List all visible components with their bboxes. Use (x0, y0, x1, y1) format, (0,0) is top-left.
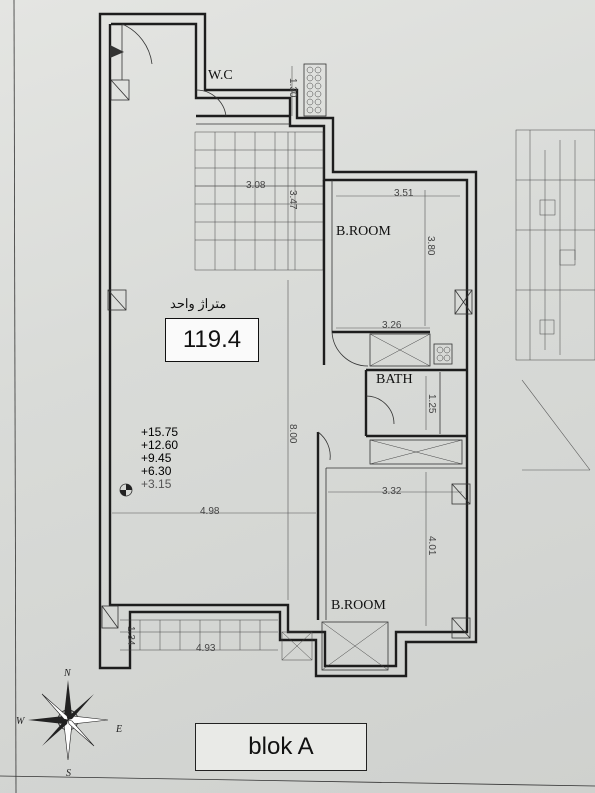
compass-south: S (66, 768, 71, 779)
bedroom-top-walls (322, 180, 473, 367)
sheet-border-left (13, 0, 17, 793)
dim-wc-depth: 1.30 (287, 78, 298, 98)
level-item: +6.30 (141, 464, 172, 478)
block-label: blok A (248, 733, 314, 760)
compass-icon (28, 680, 109, 761)
dim-living-depth: 8.00 (287, 424, 298, 444)
dim-bedroom-top-depth: 3.80 (425, 236, 436, 256)
compass-north: N (64, 668, 71, 679)
dim-stair-depth: 3.47 (287, 190, 298, 210)
level-item: +12.60 (141, 438, 179, 452)
compass-west: W (16, 716, 25, 727)
exterior-walls (98, 12, 478, 678)
wc-room (195, 63, 327, 125)
area-value-box: 119.4 (165, 318, 259, 362)
compass-east: E (116, 724, 123, 735)
dim-living-width: 4.98 (200, 506, 220, 517)
level-item: +9.45 (141, 451, 172, 465)
level-item: +3.15 (141, 477, 172, 491)
dim-stair-width: 3.08 (246, 180, 266, 191)
bath-label: BATH (376, 372, 413, 387)
block-label-box: blok A (195, 723, 367, 771)
dim-bedroom-top-width: 3.51 (394, 188, 414, 199)
bedroom-bottom-label: B.ROOM (331, 598, 386, 613)
sheet-border-bottom (0, 775, 595, 787)
dim-balcony-depth: 1.34 (125, 626, 136, 646)
floor-levels: +15.75 +12.60 +9.45 +6.30 +3.15 (141, 426, 178, 491)
entry-door (110, 23, 153, 80)
dim-bedroom-bottom-depth: 4.01 (426, 536, 437, 556)
area-label: متراژ واحد (170, 296, 227, 311)
adjacent-plan-fragment (515, 129, 595, 471)
dim-bedroom-top-bottom-width: 3.26 (382, 320, 402, 331)
level-marker-icon (119, 483, 133, 497)
dim-bath-depth: 1.25 (426, 394, 437, 414)
bedroom-bottom-walls (316, 431, 466, 671)
stair (194, 131, 324, 271)
structural-columns (101, 79, 471, 639)
bath-walls (364, 333, 468, 438)
dim-balcony-width: 4.93 (196, 643, 216, 654)
lower-shaft (369, 439, 463, 465)
area-value: 119.4 (182, 326, 242, 353)
balcony (120, 619, 313, 661)
level-item: +15.75 (141, 425, 179, 439)
dim-bedroom-bottom-width: 3.32 (382, 486, 402, 497)
wc-label: W.C (208, 68, 233, 83)
bedroom-top-label: B.ROOM (336, 224, 391, 239)
